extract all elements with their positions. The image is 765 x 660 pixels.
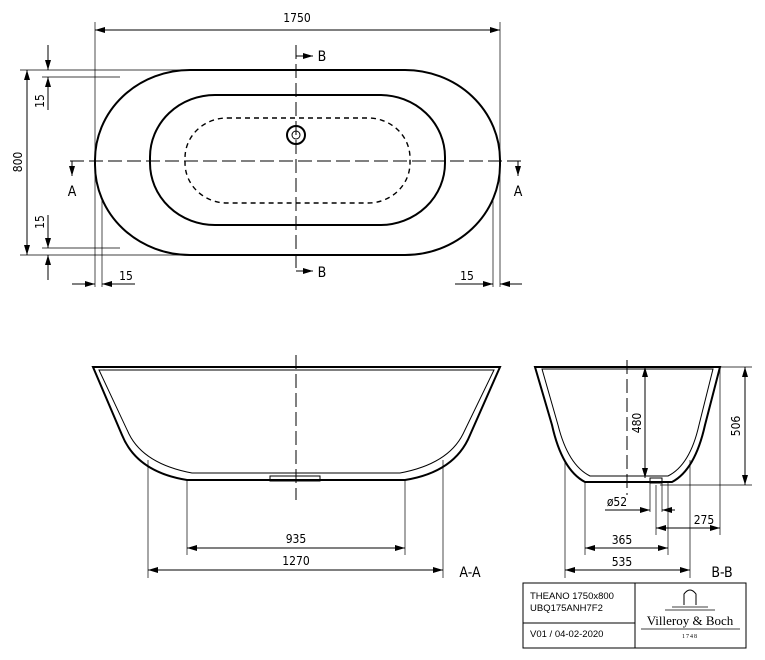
tub-side-outer	[533, 366, 722, 483]
dim-foot-width-bb: 535	[612, 555, 633, 569]
dim-rim-right: 15	[460, 269, 474, 283]
section-marker-a-right: A	[514, 184, 523, 200]
brand-logo-icon	[665, 589, 715, 611]
section-label-aa: A-A	[459, 565, 481, 581]
dim-rim-left: 15	[119, 269, 133, 283]
version-date: V01 / 04-02-2020	[530, 629, 603, 640]
tub-floor-dashed	[184, 117, 411, 204]
section-marker-a-left: A	[68, 184, 77, 200]
dim-rim-top: 15	[33, 94, 47, 108]
section-marker-b-top: B	[318, 49, 327, 65]
top-view: 1750 800 15 15 15 15 A A B B	[11, 11, 523, 287]
dim-drain-offset: 275	[694, 513, 715, 527]
dim-base-width-bb: 365	[612, 533, 633, 547]
drain-aa	[269, 475, 321, 482]
dim-length: 1750	[283, 11, 311, 25]
dim-width: 800	[11, 152, 25, 173]
dim-height: 506	[729, 416, 743, 437]
tub-side-inner	[541, 368, 714, 477]
tub-profile-inner	[98, 369, 495, 474]
dim-rim-bottom: 15	[33, 215, 47, 229]
brand-name: Villeroy & Boch	[647, 613, 734, 628]
product-name: THEANO 1750x800	[530, 591, 614, 602]
tub-outer-rim	[94, 69, 501, 256]
section-aa: 935 1270 A-A	[91, 355, 502, 581]
section-bb: 480 506 ø52 275 365 535 B-B	[533, 360, 752, 581]
title-block: THEANO 1750x800 UBQ175ANH7F2 V01 / 04-02…	[522, 582, 747, 649]
product-code: UBQ175ANH7F2	[530, 603, 603, 614]
dim-foot-width-aa: 1270	[282, 554, 310, 568]
dim-depth: 480	[630, 413, 644, 434]
tub-inner-basin	[149, 94, 446, 226]
section-label-bb: B-B	[711, 565, 732, 581]
section-marker-b-bottom: B	[318, 265, 327, 281]
dim-drain-diameter: ø52	[607, 495, 627, 509]
dim-base-width-aa: 935	[286, 532, 307, 546]
brand-year: 1748	[682, 634, 698, 640]
